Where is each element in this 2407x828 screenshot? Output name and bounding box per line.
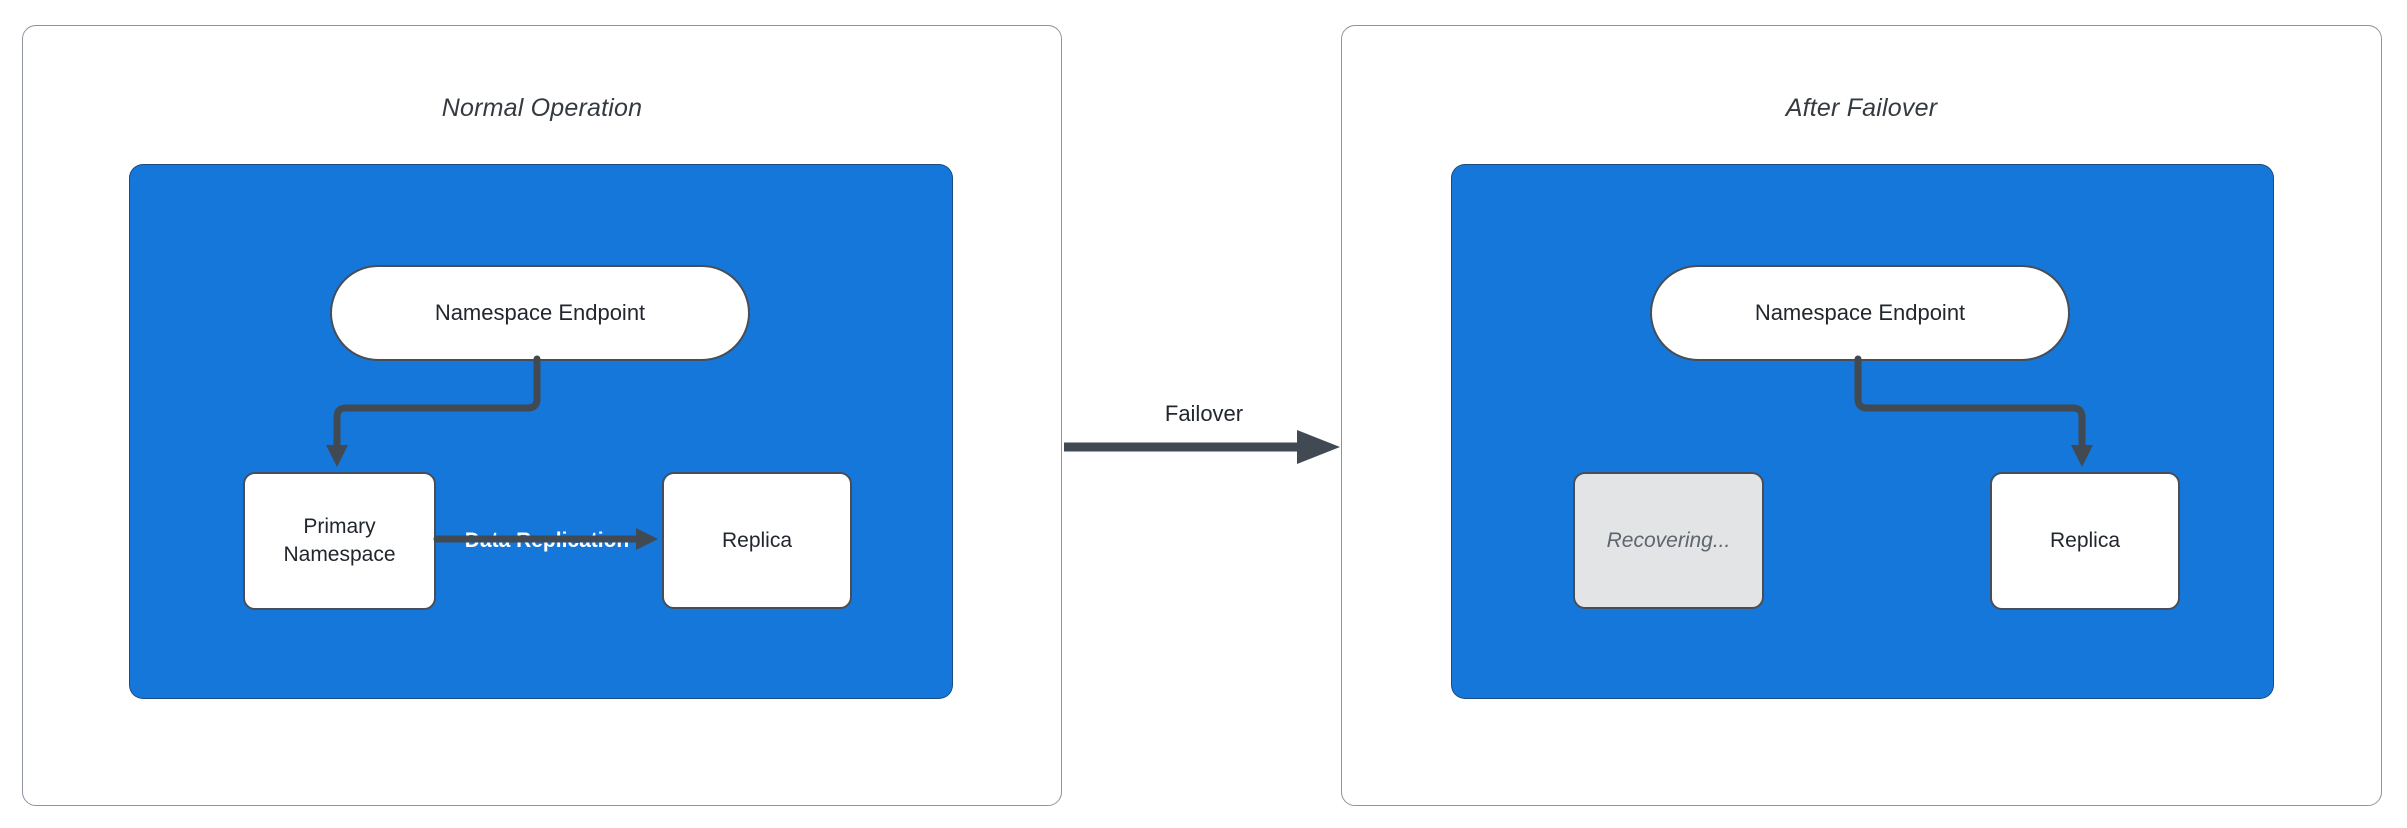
node-primary-namespace: Primary Namespace [243,472,436,610]
node-replica-failover: Replica [1990,472,2180,610]
node-namespace-endpoint-failover: Namespace Endpoint [1650,265,2070,361]
node-namespace-endpoint-failover-label: Namespace Endpoint [1754,300,1966,325]
panel-after-failover: After Failover Namespace Endpoint Recove… [1341,25,2382,806]
panel-title-after-failover: After Failover [1785,94,1938,122]
node-namespace-endpoint: Namespace Endpoint [330,265,750,361]
failover-edge-label: Failover [1164,401,1244,426]
failover-arrowhead [1297,430,1340,464]
replication-edge-label: Data Replication [464,529,630,552]
namespace-container-normal: Namespace Endpoint Primary Namespace Rep… [129,164,953,699]
node-primary-namespace-label: Primary Namespace [283,515,396,566]
node-recovering-label: Recovering... [1606,528,1731,552]
namespace-container-failover: Namespace Endpoint Recovering... Replica [1451,164,2274,699]
panel-title-normal-operation: Normal Operation [441,94,643,122]
node-replica-normal-label: Replica [721,528,793,552]
node-namespace-endpoint-label: Namespace Endpoint [434,300,646,325]
panel-normal-operation: Normal Operation Namespace Endpoint Prim… [22,25,1062,806]
node-replica-failover-label: Replica [2049,529,2121,553]
node-replica-normal: Replica [662,472,852,609]
node-recovering: Recovering... [1573,472,1764,609]
